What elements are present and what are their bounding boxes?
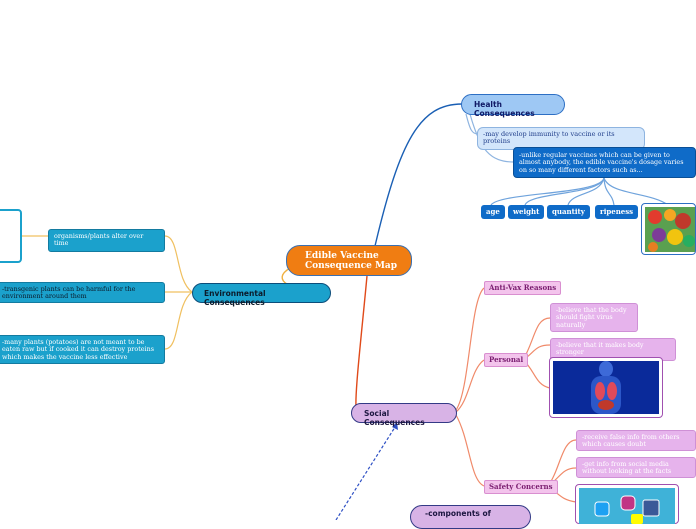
social-media-logos-icon (579, 488, 675, 524)
social-media-image[interactable] (575, 484, 679, 524)
social-consequences-topic[interactable]: Social Consequences (351, 403, 457, 426)
factor-ripeness[interactable]: ripeness (595, 205, 639, 220)
environmental-alter-note[interactable]: organisms/plants alter over time (48, 229, 165, 252)
environmental-harm-note[interactable]: -transgenic plants can be harmful for th… (0, 282, 165, 303)
components-label: -components of (425, 509, 491, 518)
health-dosage-note[interactable]: -unlike regular vaccines which can be gi… (513, 147, 696, 178)
human-anatomy-icon (553, 361, 659, 414)
safety-false-info-note[interactable]: -receive false info from others which ca… (576, 430, 696, 451)
personal-topic[interactable]: Personal (484, 353, 529, 368)
safety-concerns-topic[interactable]: Safety Concerns (484, 480, 558, 495)
environmental-cooking-note[interactable]: -many plants (potatoes) are not meant to… (0, 335, 165, 364)
social-consequences-label: Social Consequences (364, 409, 425, 427)
health-consequences-label: Health Consequences (474, 100, 535, 118)
vegetables-icon (645, 207, 695, 252)
components-topic[interactable]: -components of (410, 505, 531, 529)
safety-social-media-note[interactable]: -get info from social media without look… (576, 457, 696, 478)
factor-quantity[interactable]: quantity (547, 205, 590, 220)
environmental-consequences-topic[interactable]: Environmental Consequences (192, 283, 331, 306)
anti-vax-reasons-topic[interactable]: Anti-Vax Reasons (484, 281, 562, 296)
factor-age[interactable]: age (481, 205, 505, 220)
environmental-consequences-label: Environmental Consequences (204, 289, 266, 307)
factor-weight[interactable]: weight (508, 205, 545, 220)
root-topic-label: Edible Vaccine Consequence Map (305, 251, 398, 272)
personal-natural-note[interactable]: -believe that the body should fight viru… (550, 303, 638, 332)
environmental-image-partial[interactable] (0, 209, 22, 263)
vegetables-image[interactable] (641, 203, 696, 255)
root-topic[interactable]: Edible Vaccine Consequence Map (286, 245, 412, 276)
anatomy-image[interactable] (549, 357, 663, 418)
health-consequences-topic[interactable]: Health Consequences (461, 94, 565, 118)
